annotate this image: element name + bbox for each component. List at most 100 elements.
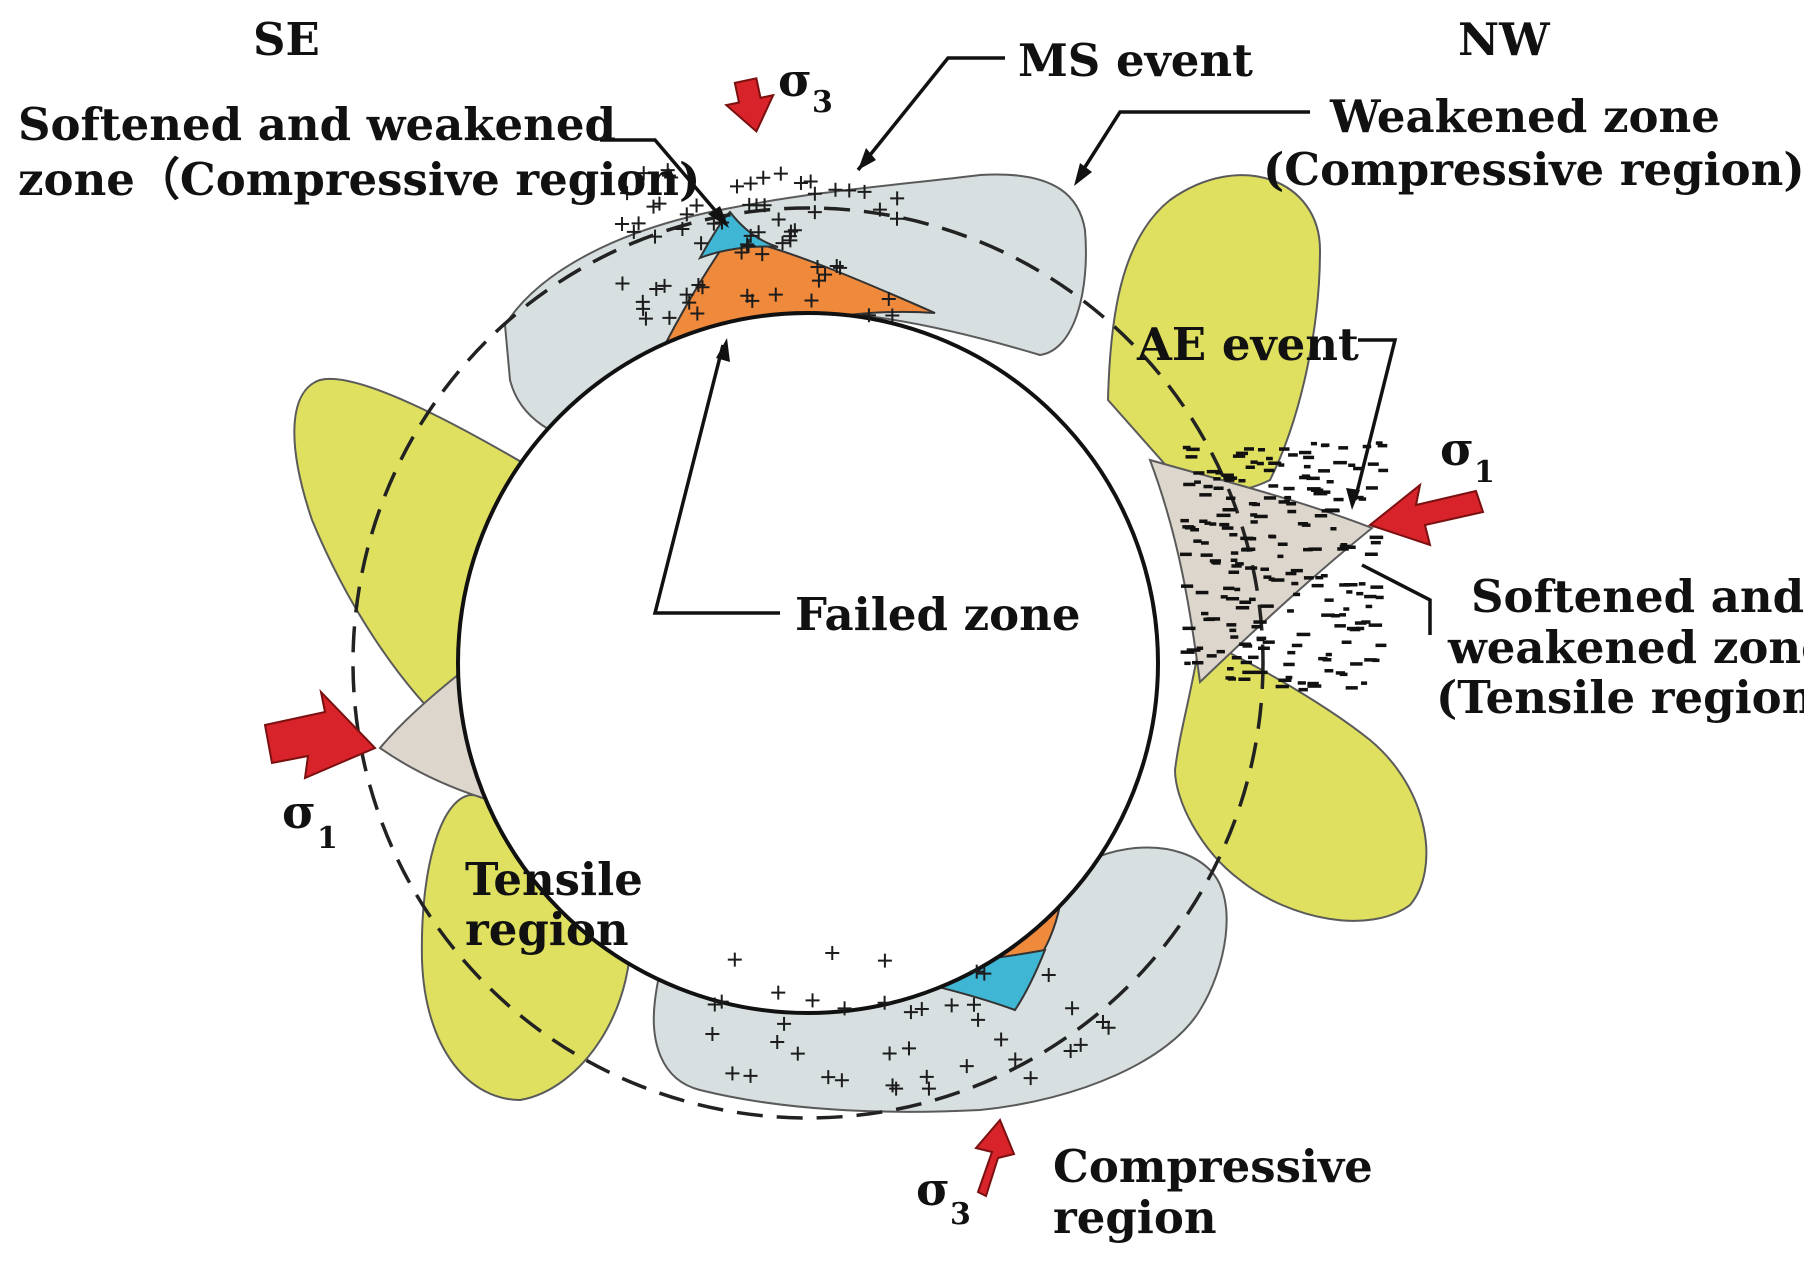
ms-event-marker bbox=[706, 216, 721, 231]
ae-event-marker bbox=[1213, 486, 1224, 490]
sigma1-right-symbol: σ bbox=[1440, 422, 1474, 476]
ae-event-marker bbox=[1253, 620, 1267, 624]
ae-event-marker bbox=[1325, 652, 1332, 657]
ms-event-marker bbox=[773, 166, 788, 181]
ms-event-marker bbox=[790, 1046, 805, 1061]
ae-event-marker bbox=[1180, 650, 1195, 654]
ae-event-marker bbox=[1223, 586, 1235, 591]
ms-event-marker bbox=[914, 1002, 929, 1017]
ms-event-marker bbox=[689, 198, 704, 213]
ae-event-marker bbox=[1288, 453, 1298, 457]
ms-event-marker bbox=[638, 311, 653, 326]
ae-event-marker bbox=[1268, 577, 1275, 581]
ae-event-marker bbox=[1230, 551, 1239, 555]
ms-event-marker bbox=[775, 236, 790, 251]
ms-event-marker bbox=[770, 1035, 785, 1050]
ms-event-marker bbox=[648, 229, 663, 244]
ms-event-marker bbox=[679, 207, 694, 222]
ms-event-marker bbox=[615, 276, 630, 291]
ms-event-marker bbox=[919, 1069, 934, 1084]
ae-event-marker bbox=[1326, 480, 1334, 484]
ms-event-marker bbox=[649, 281, 664, 296]
ae-event-marker bbox=[1250, 520, 1258, 524]
ms-event-marker bbox=[877, 953, 892, 968]
ae-event-marker bbox=[1307, 681, 1319, 686]
ae-event-marker bbox=[1344, 545, 1356, 549]
ae-event-marker bbox=[1367, 462, 1379, 466]
ms-event-marker bbox=[821, 1070, 836, 1085]
ae-event-marker bbox=[1303, 547, 1313, 552]
leader-softened-left-head bbox=[708, 206, 729, 228]
ae-event-marker bbox=[1238, 479, 1246, 483]
ae-event-marker bbox=[1225, 676, 1235, 680]
ae-event-marker bbox=[1343, 607, 1350, 611]
sigma1-left-arrow bbox=[263, 688, 377, 780]
ae-event-marker bbox=[1377, 443, 1388, 448]
sigma3-top-symbol: σ bbox=[778, 53, 812, 107]
sigma3-top-subscript: 3 bbox=[812, 85, 833, 120]
ae-event-marker bbox=[1364, 594, 1377, 599]
label-weakened-1: Weakened zone bbox=[1329, 90, 1720, 143]
ms-event-marker bbox=[1065, 1001, 1080, 1016]
ms-event-marker bbox=[664, 170, 679, 185]
label-tensile-2: region bbox=[465, 903, 629, 956]
ae-event-marker bbox=[1201, 541, 1209, 545]
ae-event-marker bbox=[1297, 681, 1306, 685]
label-softened-right-3: (Tensile region) bbox=[1436, 671, 1804, 724]
ae-event-marker bbox=[1279, 447, 1290, 451]
ae-event-marker bbox=[1320, 443, 1328, 448]
ae-event-marker bbox=[1320, 574, 1328, 578]
ms-event-marker bbox=[694, 236, 709, 251]
ms-event-marker bbox=[755, 247, 770, 262]
ae-event-marker bbox=[1330, 527, 1337, 531]
ms-event-marker bbox=[662, 310, 677, 325]
ae-event-marker bbox=[1180, 518, 1189, 523]
leader-softened-left bbox=[600, 138, 727, 224]
leader-ms-event bbox=[856, 56, 1005, 172]
sigma3-top-label: σ3 bbox=[778, 53, 833, 120]
ae-event-marker bbox=[1248, 537, 1257, 541]
ms-event-marker bbox=[679, 287, 694, 302]
ae-event-marker bbox=[1194, 480, 1201, 484]
ae-event-marker bbox=[1193, 539, 1202, 543]
ms-event-marker bbox=[741, 238, 756, 253]
ae-event-marker bbox=[1287, 650, 1296, 655]
ms-event-marker bbox=[872, 202, 887, 217]
ms-event-marker bbox=[727, 952, 742, 967]
ms-event-marker bbox=[1023, 1071, 1038, 1086]
ms-event-marker bbox=[890, 191, 905, 206]
ae-event-marker bbox=[1291, 581, 1299, 586]
ae-event-marker bbox=[1244, 447, 1254, 451]
ms-event-marker bbox=[818, 267, 833, 282]
ms-event-marker bbox=[971, 1012, 986, 1027]
ms-event-marker bbox=[729, 179, 744, 194]
ae-event-marker bbox=[1335, 671, 1345, 675]
ms-event-marker bbox=[903, 1005, 918, 1020]
ae-event-marker bbox=[1219, 522, 1230, 527]
ae-event-marker bbox=[1182, 525, 1194, 529]
label-softened-left-1: Softened and weakened bbox=[18, 98, 616, 151]
ae-event-marker bbox=[1375, 595, 1384, 600]
ae-event-marker bbox=[1222, 508, 1237, 512]
ae-event-marker bbox=[1322, 658, 1332, 662]
ae-event-marker bbox=[1196, 646, 1204, 650]
ae-event-marker bbox=[1231, 564, 1242, 568]
label-ae-event: AE event bbox=[1136, 318, 1359, 371]
ms-event-marker bbox=[743, 1068, 758, 1083]
ms-event-marker bbox=[660, 163, 675, 178]
ae-event-marker bbox=[1291, 643, 1303, 648]
ms-event-marker bbox=[966, 997, 981, 1012]
ae-event-marker bbox=[1287, 609, 1294, 613]
ms-event-marker bbox=[743, 228, 758, 243]
sigma3-bottom-subscript: 3 bbox=[950, 1197, 971, 1232]
ae-event-marker bbox=[1277, 542, 1288, 546]
failed-zone-top-blue bbox=[697, 210, 779, 260]
ms-event-marker bbox=[810, 260, 825, 275]
ae-event-marker bbox=[1365, 604, 1373, 609]
ms-event-marker bbox=[837, 1001, 852, 1016]
ae-event-marker bbox=[1226, 496, 1236, 500]
ae-event-marker bbox=[1258, 448, 1265, 452]
ae-event-marker bbox=[1221, 526, 1234, 530]
ms-event-marker bbox=[636, 301, 651, 316]
